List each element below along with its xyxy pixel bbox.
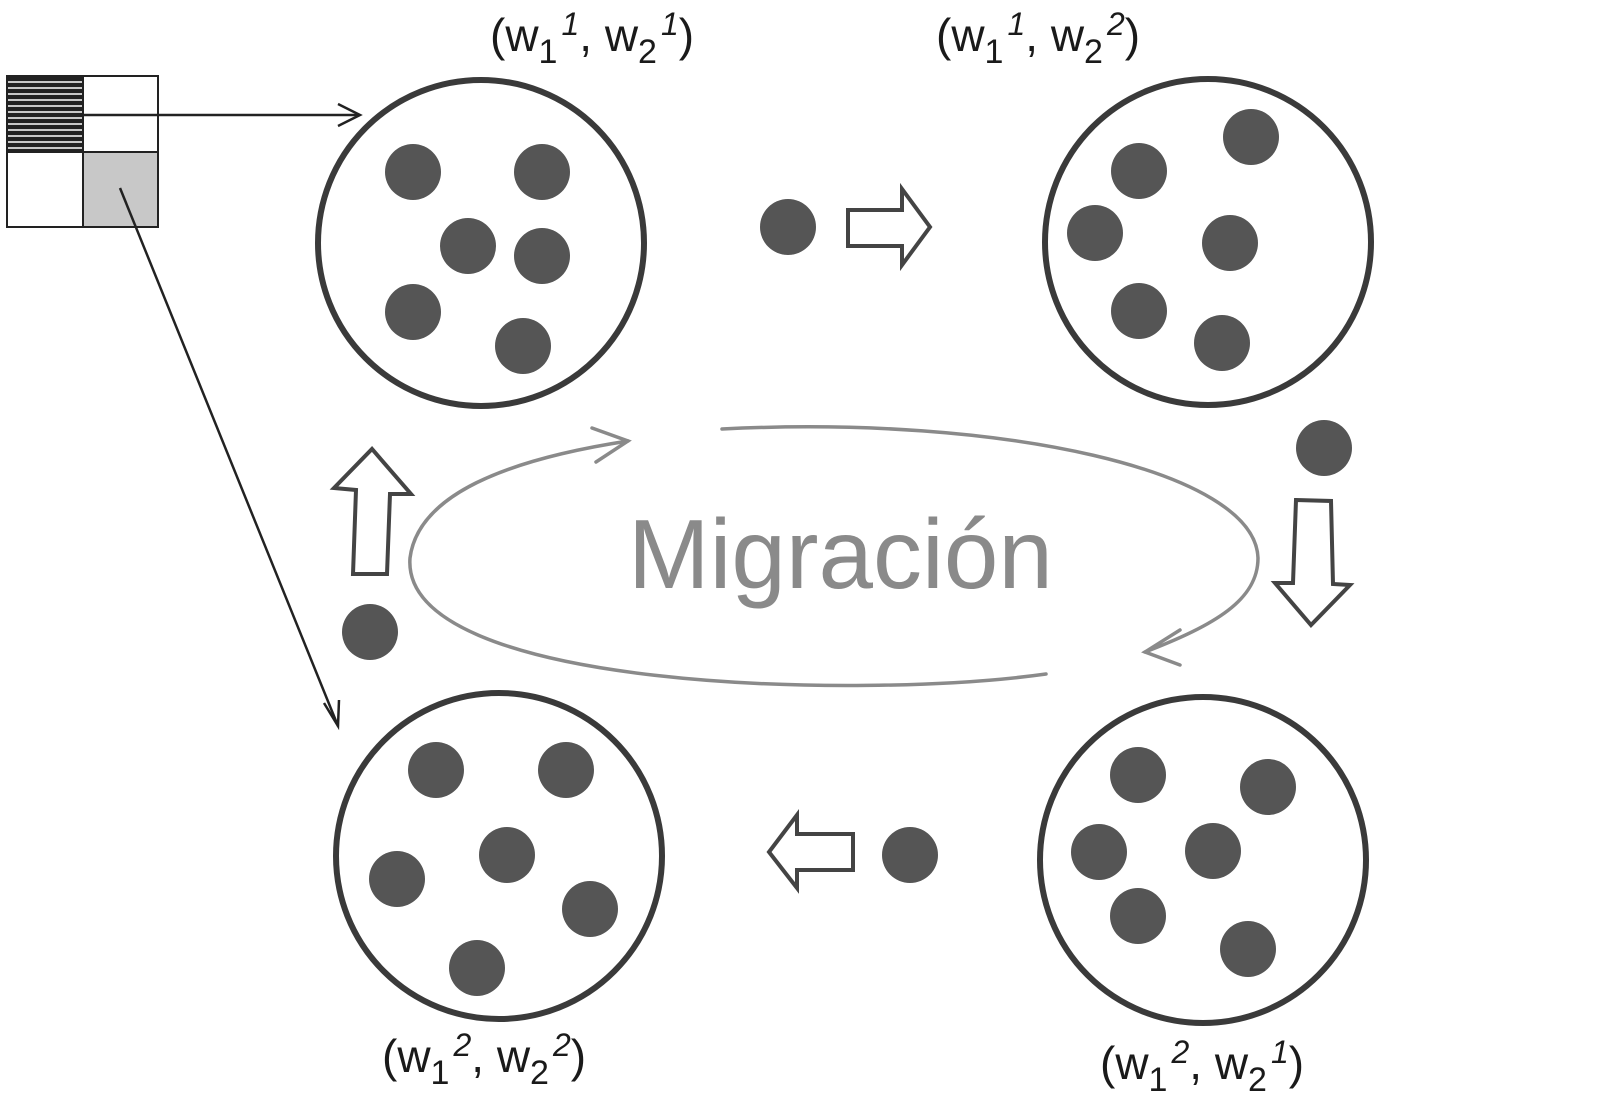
label-comma: , w bbox=[1025, 9, 1085, 61]
parameter-grid-icon bbox=[6, 75, 159, 228]
migration-label: Migración bbox=[628, 499, 1053, 609]
island-label-top-left: (w11, w21) bbox=[490, 8, 695, 69]
individuals-bottom-left bbox=[369, 742, 618, 996]
label-open: (w bbox=[382, 1030, 431, 1082]
label-w1-sub: 1 bbox=[1148, 1061, 1168, 1099]
label-comma: , w bbox=[579, 9, 639, 61]
migration-arrow-down bbox=[1270, 497, 1355, 628]
label-comma: , w bbox=[471, 1030, 531, 1082]
label-w2-sup: 1 bbox=[660, 6, 679, 42]
label-w1-sup: 2 bbox=[453, 1027, 472, 1063]
island-label-bottom-right: (w12, w21) bbox=[1100, 1036, 1305, 1097]
label-w2-sup: 2 bbox=[552, 1027, 571, 1063]
migration-loop bbox=[408, 425, 1260, 688]
label-w2-sub: 2 bbox=[638, 33, 657, 71]
label-open: (w bbox=[936, 9, 985, 61]
migrating-individuals bbox=[342, 199, 1352, 883]
label-w2-sub: 2 bbox=[530, 1054, 549, 1092]
label-close: ) bbox=[1124, 9, 1141, 61]
island-bottom-right bbox=[1037, 694, 1369, 1026]
label-w1-sub: 1 bbox=[538, 33, 558, 71]
individuals-top-left bbox=[385, 144, 570, 374]
label-close: ) bbox=[1288, 1037, 1305, 1089]
label-w2-sup: 1 bbox=[1270, 1034, 1289, 1070]
label-w1-sub: 1 bbox=[430, 1054, 450, 1092]
individuals-top-right bbox=[1067, 109, 1279, 371]
island-label-bottom-left: (w12, w22) bbox=[382, 1029, 587, 1090]
label-close: ) bbox=[678, 9, 695, 61]
label-w2-sub: 2 bbox=[1084, 33, 1103, 71]
label-comma: , w bbox=[1189, 1037, 1249, 1089]
individuals-bottom-right bbox=[1071, 747, 1296, 977]
grid-pointer-arrows bbox=[45, 102, 363, 731]
island-top-right bbox=[1042, 76, 1374, 408]
label-w1-sup: 1 bbox=[1007, 6, 1026, 42]
migration-arrow-left bbox=[766, 809, 855, 894]
label-open: (w bbox=[490, 9, 539, 61]
island-bottom-left bbox=[333, 690, 665, 1022]
migration-arrow-right bbox=[846, 182, 933, 272]
label-close: ) bbox=[570, 1030, 587, 1082]
label-w1-sub: 1 bbox=[984, 33, 1004, 71]
label-w1-sup: 1 bbox=[561, 6, 580, 42]
label-open: (w bbox=[1100, 1037, 1149, 1089]
island-label-top-right: (w11, w22) bbox=[936, 8, 1141, 69]
label-w2-sup: 2 bbox=[1106, 6, 1125, 42]
label-w1-sup: 2 bbox=[1171, 1034, 1190, 1070]
island-top-left bbox=[315, 77, 647, 409]
migration-arrow-up bbox=[329, 446, 416, 576]
label-w2-sub: 2 bbox=[1248, 1061, 1267, 1099]
